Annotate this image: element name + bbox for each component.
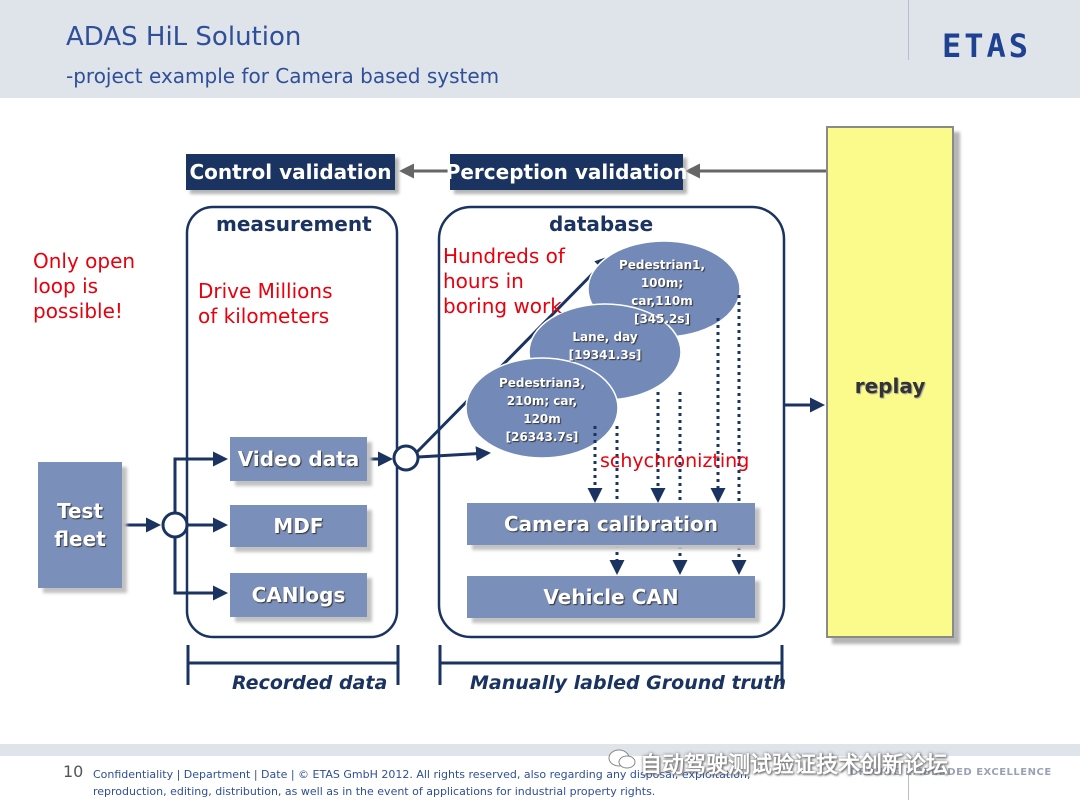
fleet-junction xyxy=(161,511,189,539)
footer-divider xyxy=(908,760,909,800)
watermark-text: 自动驾驶测试验证技术创新论坛 xyxy=(640,753,949,778)
ellipse-pedestrian3-label: Pedestrian3, 210m; car, 120m [26343.7s] xyxy=(498,376,586,444)
ellipse-pedestrian3 xyxy=(465,357,619,459)
footer-band xyxy=(0,744,1080,756)
page-title: ADAS HiL Solution xyxy=(66,22,302,52)
test-fleet-box: Test fleet xyxy=(38,462,122,588)
replay-label: replay xyxy=(854,374,926,398)
connector-to-canlogs xyxy=(173,537,228,601)
mdf-box: MDF xyxy=(230,505,367,547)
header-band xyxy=(0,0,1080,98)
etas-logo: ETAS xyxy=(942,27,1032,65)
header-divider xyxy=(908,0,909,60)
database-title: database xyxy=(549,212,654,236)
page-number: 10 xyxy=(63,762,84,781)
wechat-icon xyxy=(608,749,636,769)
page-subtitle: -project example for Camera based system xyxy=(66,64,500,88)
measurement-title: measurement xyxy=(216,212,372,236)
recorded-data-label: Recorded data xyxy=(232,672,388,694)
connector-to-video xyxy=(173,451,228,513)
connector-junction-to-pedestrian3 xyxy=(417,446,491,462)
vehicle-can-box: Vehicle CAN xyxy=(467,576,755,618)
camera-calibration-box: Camera calibration xyxy=(467,503,755,545)
footer-legal-text: Confidentiality | Department | Date | © … xyxy=(93,768,751,798)
video-junction xyxy=(392,444,420,472)
control-validation-box: Control validation xyxy=(186,154,395,190)
canlogs-box: CANlogs xyxy=(230,573,367,617)
footer-brand: DRIVING EMBEDDED EXCELLENCE xyxy=(850,767,1052,778)
hours-boring-note: Hundreds of hours in boring work xyxy=(443,244,565,318)
video-data-box: Video data xyxy=(230,437,367,481)
ellipse-pedestrian1-label: Pedestrian1, 100m; car,110m [345.2s] xyxy=(618,258,706,326)
connector-junction-to-pedestrian1 xyxy=(415,255,611,454)
sync-note: schychronizting xyxy=(600,450,750,472)
open-loop-note: Only open loop is possible! xyxy=(33,249,136,323)
perception-validation-box: Perception validation xyxy=(446,154,687,190)
drive-millions-note: Drive Millions of kilometers xyxy=(198,279,333,328)
replay-box: replay xyxy=(826,126,954,638)
ellipse-lane-label: Lane, day [19341.3s] xyxy=(568,330,642,362)
ground-truth-label: Manually labled Ground truth xyxy=(470,672,787,694)
